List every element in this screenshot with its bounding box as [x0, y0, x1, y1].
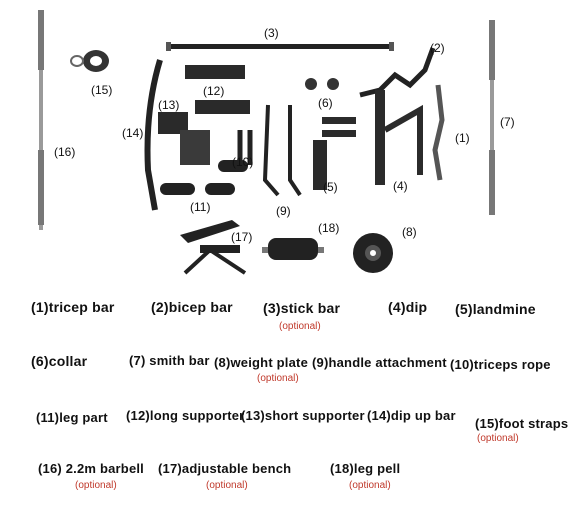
callout-7: (7): [500, 115, 515, 129]
callout-14: (14): [122, 126, 144, 140]
landmine-5-image: [313, 117, 356, 190]
legend-note-18: (optional): [349, 480, 391, 491]
callout-2: (2): [430, 41, 445, 55]
adjustable-bench-17-image: [180, 220, 247, 275]
legend-item-13: (13)short supporter: [241, 408, 365, 423]
legend-item-6: (6)collar: [31, 353, 88, 369]
dip-4-image: [375, 90, 423, 185]
legend-item-16: (16) 2.2m barbell: [38, 461, 144, 476]
bicep-bar-2-image: [359, 47, 436, 98]
callout-1: (1): [455, 131, 470, 145]
callout-13: (13): [158, 98, 180, 112]
callout-8: (8): [402, 225, 417, 239]
legend-item-17: (17)adjustable bench: [158, 461, 292, 476]
legend-note-8: (optional): [257, 373, 299, 384]
legend-item-11: (11)leg part: [36, 410, 108, 425]
callout-17: (17): [231, 230, 253, 244]
weight-plate-8-image: [353, 233, 393, 273]
legend-item-9: (9)handle attachment: [312, 355, 447, 370]
legend-item-8: (8)weight plate: [214, 355, 309, 370]
short-supporter-13-image: [158, 112, 188, 134]
legend-item-3: (3)stick bar: [263, 300, 341, 316]
legend-note-3: (optional): [279, 321, 321, 332]
handle-attachment-9-image: [262, 104, 302, 197]
legend-item-10: (10)triceps rope: [450, 357, 551, 372]
long-supporter-12-image: [185, 65, 250, 114]
leg-part-11-image: [160, 130, 248, 195]
callout-6: (6): [318, 96, 333, 110]
dip-up-bar-14-image: [144, 59, 163, 211]
legend-item-14: (14)dip up bar: [367, 408, 456, 423]
callout-11: (11): [190, 200, 211, 214]
callout-5: (5): [323, 180, 338, 194]
foot-strap-15-image: [70, 50, 109, 72]
legend-item-4: (4)dip: [388, 299, 428, 315]
legend-item-12: (12)long supporter: [126, 408, 245, 423]
legend-item-18: (18)leg pell: [330, 461, 401, 476]
equipment-illustration: [38, 10, 495, 275]
callout-15: (15): [91, 83, 113, 97]
callout-3: (3): [264, 26, 279, 40]
smith-bar-7-image: [489, 20, 495, 215]
legend-item-1: (1)tricep bar: [31, 299, 115, 315]
tricep-bar-1-image: [432, 84, 445, 181]
stick-bar-3-image: [166, 42, 394, 51]
callout-16: (16): [54, 145, 76, 159]
callout-10: (10): [232, 155, 254, 169]
legend-note-16: (optional): [75, 480, 117, 491]
barbell-16-image: [38, 10, 44, 230]
triceps-rope-10-image: [237, 130, 253, 170]
callout-12: (12): [203, 84, 225, 98]
legend-item-7: (7) smith bar: [129, 353, 210, 368]
callout-9: (9): [276, 204, 291, 218]
legend-note-15: (optional): [477, 433, 519, 444]
collar-6-image: [305, 78, 339, 90]
legend-item-2: (2)bicep bar: [151, 299, 233, 315]
callout-18: (18): [318, 221, 340, 235]
callout-4: (4): [393, 179, 408, 193]
legend-note-17: (optional): [206, 480, 248, 491]
legend-item-15: (15)foot straps: [475, 416, 569, 431]
legend-item-5: (5)landmine: [455, 301, 536, 317]
leg-pell-18-image: [262, 238, 324, 260]
